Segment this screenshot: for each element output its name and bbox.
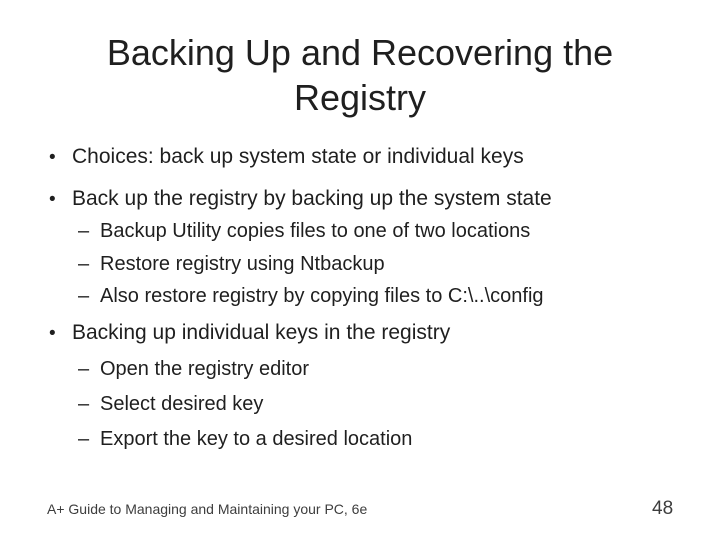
bullet-text: Choices: back up system state or individ… [72,145,524,168]
page-number: 48 [652,498,674,519]
bullet-dot-icon: • [49,189,56,210]
sub-bullet-item: –Select desired key [78,392,263,416]
sub-bullet-item: –Also restore registry by copying files … [78,284,544,308]
dash-icon: – [78,358,90,380]
sub-bullet-item: –Export the key to a desired location [78,427,412,451]
bullet-item: • Backing up individual keys in the regis… [49,320,450,347]
dash-icon: – [78,253,90,275]
dash-icon: – [78,285,90,307]
footer-text: A+ Guide to Managing and Maintaining you… [47,501,368,517]
sub-bullet-text: Restore registry using Ntbackup [100,253,385,275]
bullet-dot-icon: • [49,323,56,344]
sub-bullet-text: Open the registry editor [100,358,309,380]
bullet-dot-icon: • [49,147,56,168]
dash-icon: – [78,393,90,415]
slide-title-line-2: Registry [293,77,427,118]
sub-bullet-item: –Restore registry using Ntbackup [78,252,385,276]
slide-title: Backing Up and Recovering the Registry [0,30,720,120]
bullet-item: • Back up the registry by backing up the … [49,186,552,213]
slide-title-line-1: Backing Up and Recovering the [106,32,614,73]
dash-icon: – [78,428,90,450]
bullet-item: • Choices: back up system state or indivi… [49,144,524,171]
sub-bullet-item: –Backup Utility copies files to one of t… [78,219,530,243]
dash-icon: – [78,220,90,242]
sub-bullet-text: Also restore registry by copying files t… [100,285,544,307]
bullet-text: Backing up individual keys in the regist… [72,321,451,344]
bullet-text: Back up the registry by backing up the s… [72,187,552,210]
sub-bullet-text: Export the key to a desired location [100,428,413,450]
sub-bullet-text: Backup Utility copies files to one of tw… [100,220,531,242]
sub-bullet-text: Select desired key [100,393,264,415]
sub-bullet-item: –Open the registry editor [78,357,309,381]
